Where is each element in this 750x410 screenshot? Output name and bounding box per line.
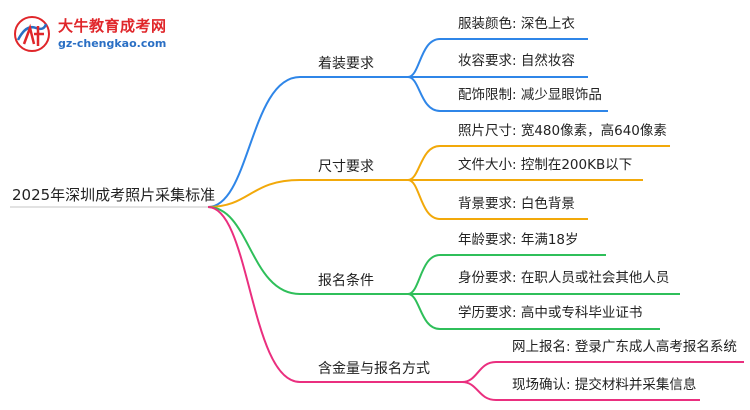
logo-title: 大牛教育成考网	[58, 17, 167, 35]
leaf-2-3: 背景要求: 白色背景	[458, 196, 575, 212]
connector-branch-2	[207, 145, 670, 220]
logo-url: gz-chengkao.com	[58, 37, 167, 50]
connector-branch-1	[207, 38, 608, 208]
leaf-3-3: 学历要求: 高中或专科毕业证书	[458, 305, 643, 321]
leaf-4-1: 网上报名: 登录广东成人高考报名系统	[512, 339, 737, 355]
leaf-1-2: 妆容要求: 自然妆容	[458, 53, 575, 69]
leaf-3-2: 身份要求: 在职人员或社会其他人员	[458, 270, 670, 286]
leaf-1-1: 服装颜色: 深色上衣	[458, 16, 575, 32]
root-topic: 2025年深圳成考照片采集标准	[12, 186, 216, 204]
leaf-3-1: 年龄要求: 年满18岁	[458, 232, 579, 248]
connector-branch-4	[207, 206, 744, 401]
leaf-2-2: 文件大小: 控制在200KB以下	[458, 157, 633, 173]
leaf-4-2: 现场确认: 提交材料并采集信息	[512, 377, 697, 393]
branch-2-label: 尺寸要求	[318, 159, 374, 175]
branch-1-label: 着装要求	[318, 56, 374, 72]
branch-4-label: 含金量与报名方式	[318, 361, 430, 377]
leaf-2-1: 照片尺寸: 宽480像素，高640像素	[458, 123, 667, 139]
leaf-1-3: 配饰限制: 减少显眼饰品	[458, 87, 602, 103]
site-logo[interactable]: 大牛教育成考网 gz-chengkao.com	[10, 14, 180, 54]
branch-3-label: 报名条件	[318, 273, 374, 289]
logo-mark-icon	[14, 16, 50, 52]
connector-branch-3	[207, 206, 680, 330]
